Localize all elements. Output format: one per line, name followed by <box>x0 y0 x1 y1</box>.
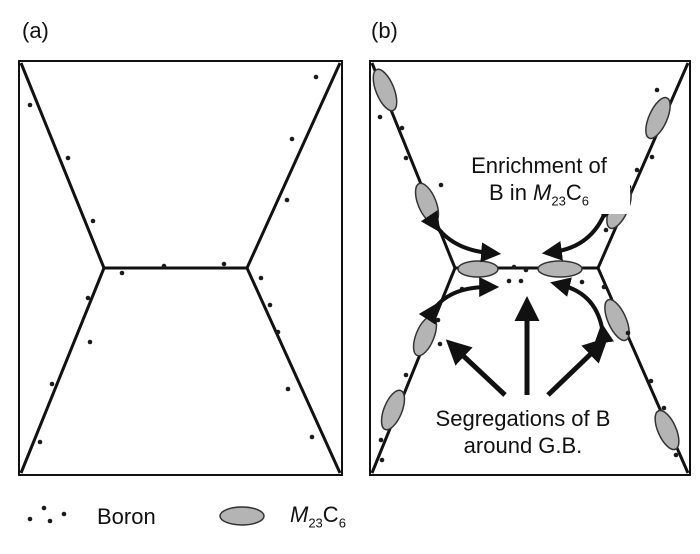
boron-dot <box>523 267 529 273</box>
panel-a-grain-boundaries <box>19 62 342 474</box>
gb-a-upper-right <box>245 62 342 269</box>
panel-a-boron-dots <box>27 74 319 445</box>
enrichment-line1: Enrichment of <box>471 153 607 178</box>
boron-dot <box>634 167 640 173</box>
carbide-particle <box>604 298 630 342</box>
formula-m: M <box>533 180 552 205</box>
boron-dot <box>601 284 607 290</box>
segregation-line2: around G.B. <box>463 433 583 458</box>
boron-dot <box>85 295 91 301</box>
boron-dot <box>289 136 295 142</box>
panel-a-label: (a) <box>22 18 49 43</box>
carbide-particle <box>372 68 398 112</box>
boron-dot <box>579 279 585 285</box>
enrichment-prefix: B in <box>489 180 534 205</box>
enrichment-annotation: Enrichment of B in M23C6 <box>448 152 630 215</box>
boron-dot <box>285 386 291 392</box>
enrichment-line2: B in M23C6 <box>450 179 628 214</box>
panel-b-frame <box>369 60 691 476</box>
boron-dot <box>37 439 43 445</box>
boron-dot <box>27 516 33 522</box>
boron-dot <box>403 155 409 161</box>
boron-dot <box>649 154 655 160</box>
boron-dot <box>378 437 384 443</box>
boron-dot <box>511 264 517 270</box>
boron-dot <box>313 74 319 80</box>
legend-formula-c: C <box>322 502 339 527</box>
boron-dot <box>47 518 53 524</box>
boron-dot <box>654 87 660 93</box>
boron-dot <box>603 227 609 233</box>
panel-b-curved-arrows <box>418 198 619 344</box>
boron-dot <box>161 263 167 269</box>
boron-dot <box>437 341 443 347</box>
boron-dot <box>438 182 444 188</box>
curved-arrow-lower-right <box>550 277 615 344</box>
carbide-particle <box>457 260 499 278</box>
panel-b-label: (b) <box>371 18 398 43</box>
legend-boron-label: Boron <box>97 504 156 529</box>
curved-arrow-lower-left <box>418 277 500 325</box>
boron-dot <box>673 452 679 458</box>
boron-dot <box>258 275 264 281</box>
boron-dot <box>221 261 227 267</box>
straight-arrow-left <box>445 339 507 397</box>
curved-arrow-upper-right <box>541 198 619 261</box>
boron-dot <box>65 155 71 161</box>
boron-dot <box>648 378 654 384</box>
gb-a-lower-right <box>245 267 342 474</box>
panel-a <box>18 60 343 476</box>
boron-dot <box>399 125 405 131</box>
boron-dot <box>379 457 385 463</box>
legend-formula-m: M <box>290 502 309 527</box>
carbide-particle <box>645 96 671 140</box>
boron-dot <box>87 339 93 345</box>
boron-dot <box>41 505 47 511</box>
legend-symbols <box>27 505 265 526</box>
segregation-line1: Segregations of B <box>435 406 611 431</box>
legend-formula-c-subscript: 6 <box>338 515 346 531</box>
boron-dot <box>284 197 290 203</box>
formula-c: C <box>565 180 582 205</box>
boron-dot <box>506 278 512 284</box>
legend-formula-m-subscript: 23 <box>308 515 323 531</box>
boron-dot <box>90 218 96 224</box>
straight-arrow-right <box>546 337 609 397</box>
boron-dot <box>49 381 55 387</box>
boron-dot <box>61 511 67 517</box>
boron-dot <box>403 372 409 378</box>
formula-c-subscript: 6 <box>581 193 589 209</box>
boron-dot <box>267 302 273 308</box>
boron-dot <box>27 102 33 108</box>
boron-dot <box>661 405 667 411</box>
panel-b-straight-arrows <box>445 296 609 397</box>
legend-boron-icon <box>27 505 67 524</box>
carbide-particle <box>414 182 440 224</box>
gb-a-upper-left <box>19 62 106 269</box>
boron-dot <box>309 434 315 440</box>
segregation-annotation: Segregations of B around G.B. <box>414 405 632 459</box>
carbide-particle <box>654 409 680 451</box>
boron-dot <box>435 317 441 323</box>
boron-dot <box>275 329 281 335</box>
legend-carbide-icon <box>219 506 265 526</box>
boron-dot <box>377 114 383 120</box>
carbide-particle <box>380 389 406 431</box>
carbide-particle <box>537 260 583 278</box>
formula-m-subscript: 23 <box>551 193 566 209</box>
panel-a-frame <box>18 60 343 476</box>
curved-arrow-upper-left <box>420 210 502 263</box>
boron-dot <box>119 270 125 276</box>
legend-carbide-label: M23C6 <box>290 502 346 531</box>
boron-dot <box>518 278 524 284</box>
gb-a-lower-left <box>19 267 106 474</box>
boron-dot <box>625 330 631 336</box>
